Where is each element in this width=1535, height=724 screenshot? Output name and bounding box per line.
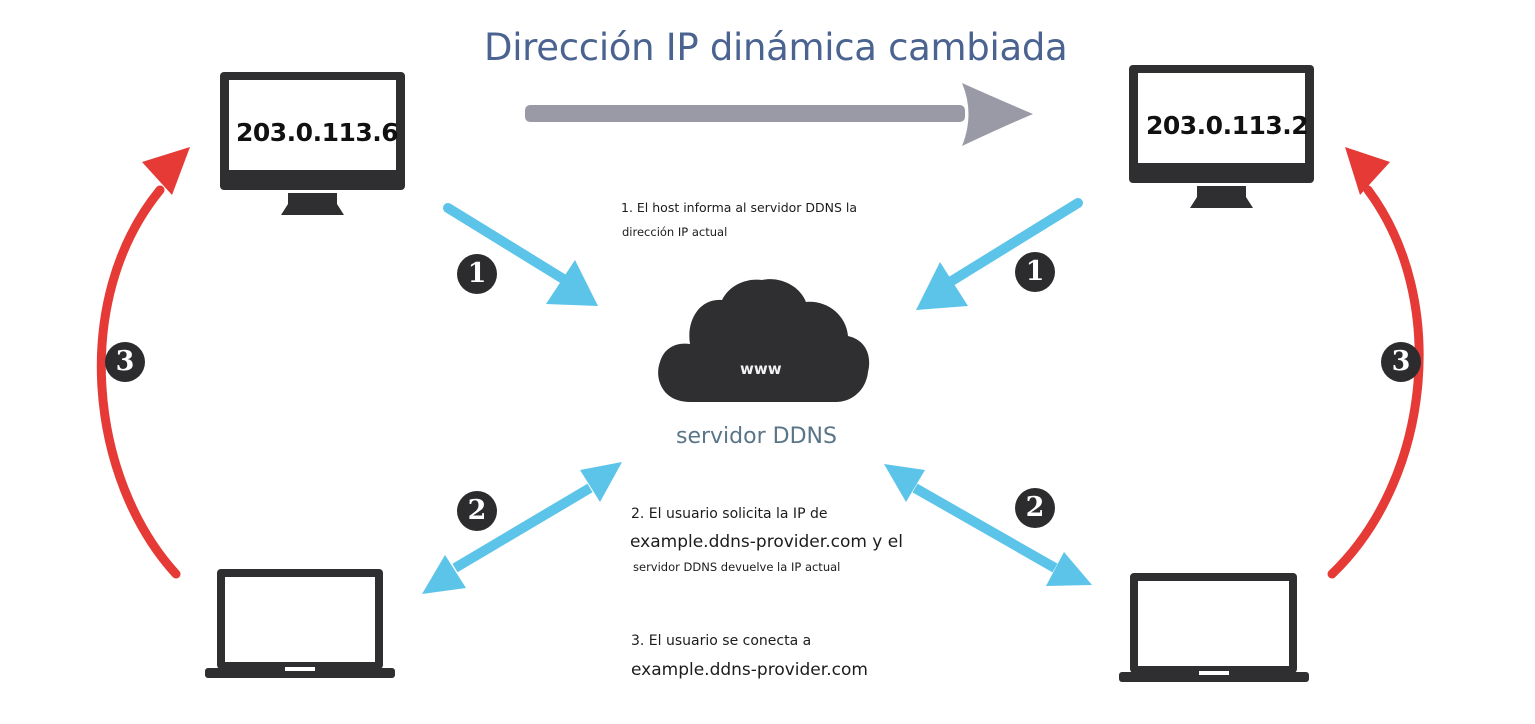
step2-badge-left: 2 (457, 491, 497, 531)
diagram-title: Dirección IP dinámica cambiada (484, 26, 1068, 69)
new-ip-address: 203.0.113.2 (1146, 111, 1309, 140)
step3-text-line2: example.ddns-provider.com (631, 660, 868, 680)
step1-badge-right: 1 (1015, 252, 1055, 292)
old-ip-address: 203.0.113.6 (236, 118, 399, 147)
desktop-monitor-left (220, 72, 405, 215)
blue-arrow-step2-right (884, 464, 1092, 586)
cloud-icon (658, 279, 870, 402)
laptop-left (205, 569, 395, 678)
laptop-right (1119, 573, 1309, 682)
step1-text-line2: dirección IP actual (622, 225, 728, 239)
step2-text-line1: 2. El usuario solicita la IP de (631, 506, 828, 522)
red-arrow-step3-left (96, 147, 190, 579)
cloud-www-text: www (740, 360, 782, 378)
ddns-server-label: servidor DDNS (676, 424, 837, 449)
step3-text-line1: 3. El usuario se conecta a (631, 633, 812, 649)
blue-arrow-step1-right (916, 198, 1083, 310)
step3-badge-right: 3 (1381, 342, 1421, 382)
desktop-monitor-right (1129, 65, 1314, 208)
step3-badge-left: 3 (105, 342, 145, 382)
ip-change-arrow (525, 83, 1033, 146)
blue-arrow-step1-left (443, 203, 598, 306)
step2-text-line3: servidor DDNS devuelve la IP actual (633, 560, 841, 574)
step1-badge-left: 1 (457, 254, 497, 294)
blue-arrow-step2-left (422, 462, 622, 594)
red-arrow-step3-right (1327, 147, 1424, 579)
step2-text-line2: example.ddns-provider.com y el (630, 532, 903, 552)
step1-text-line1: 1. El host informa al servidor DDNS la (621, 200, 858, 215)
step2-badge-right: 2 (1015, 488, 1055, 528)
